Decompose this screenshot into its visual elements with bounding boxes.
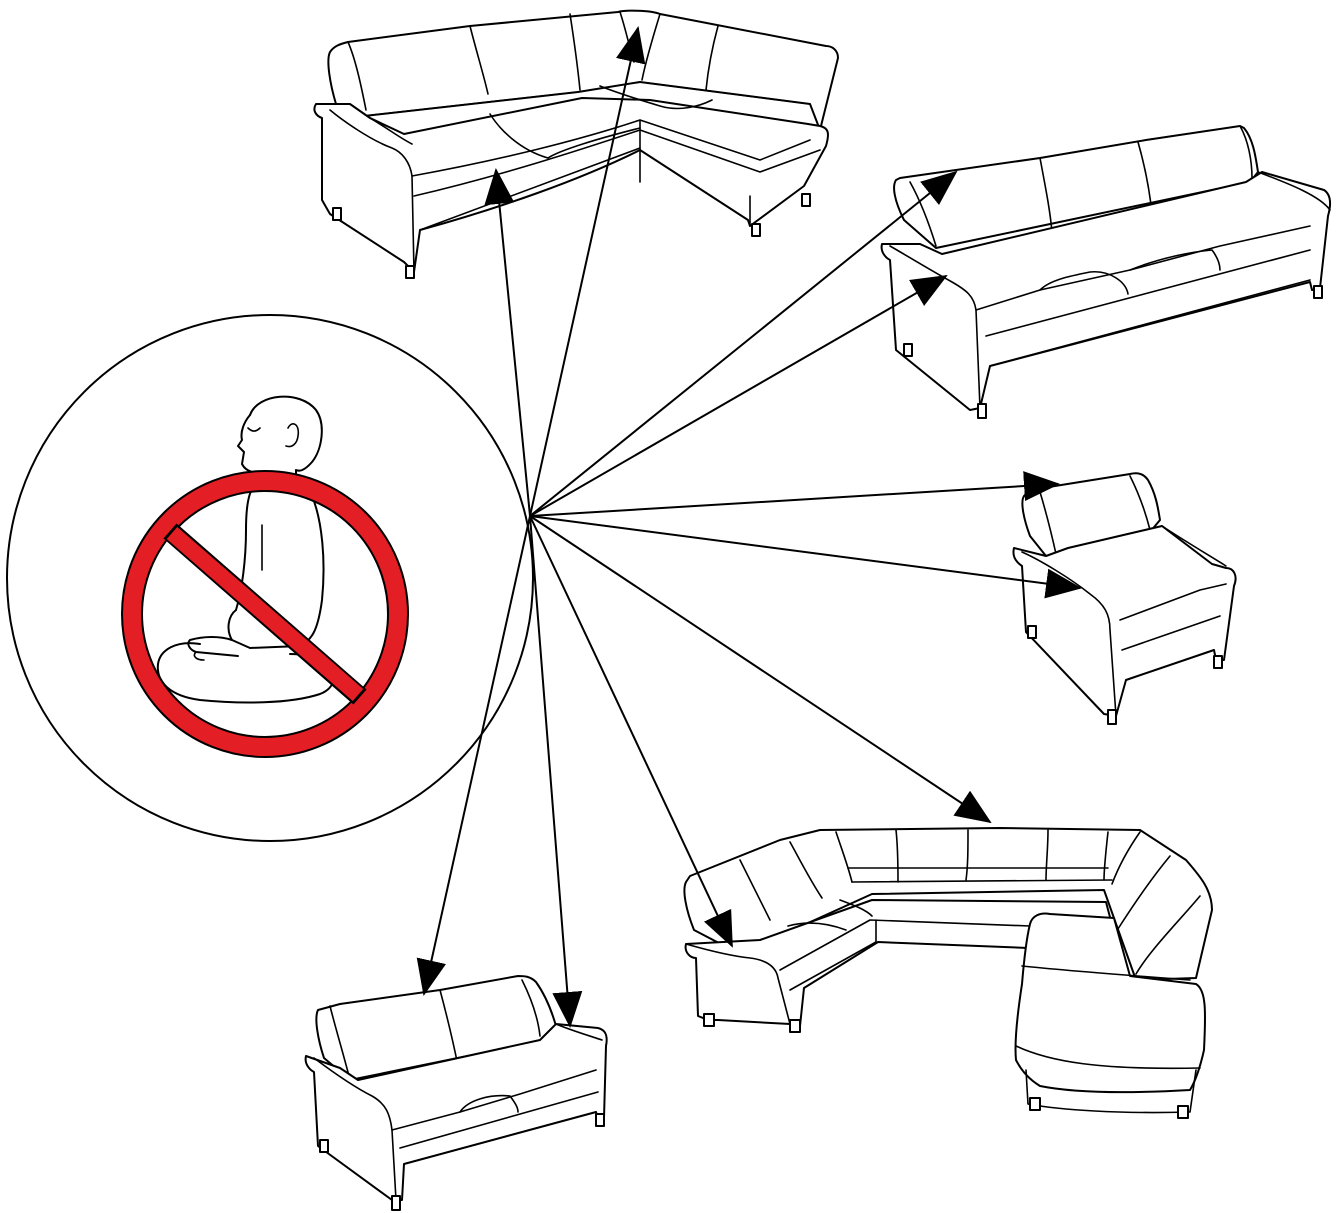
armchair [1013,473,1235,724]
arrow-armchair-backrest [530,484,1058,516]
arrow-sectional-armrest [530,516,732,946]
corner-sofa [314,11,838,278]
three-seat-sofa [882,126,1330,418]
u-shaped-sectional-sofa [684,828,1212,1118]
arrow-armchair-armrest [530,516,1080,588]
warning-circle [7,315,533,841]
arrow-sectional-backrest [530,516,990,822]
arrow-three-seat-sofa-armrest [530,276,946,516]
arrow-two-seat-sofa-armrest [530,516,570,1026]
two-seat-sofa [306,976,607,1210]
